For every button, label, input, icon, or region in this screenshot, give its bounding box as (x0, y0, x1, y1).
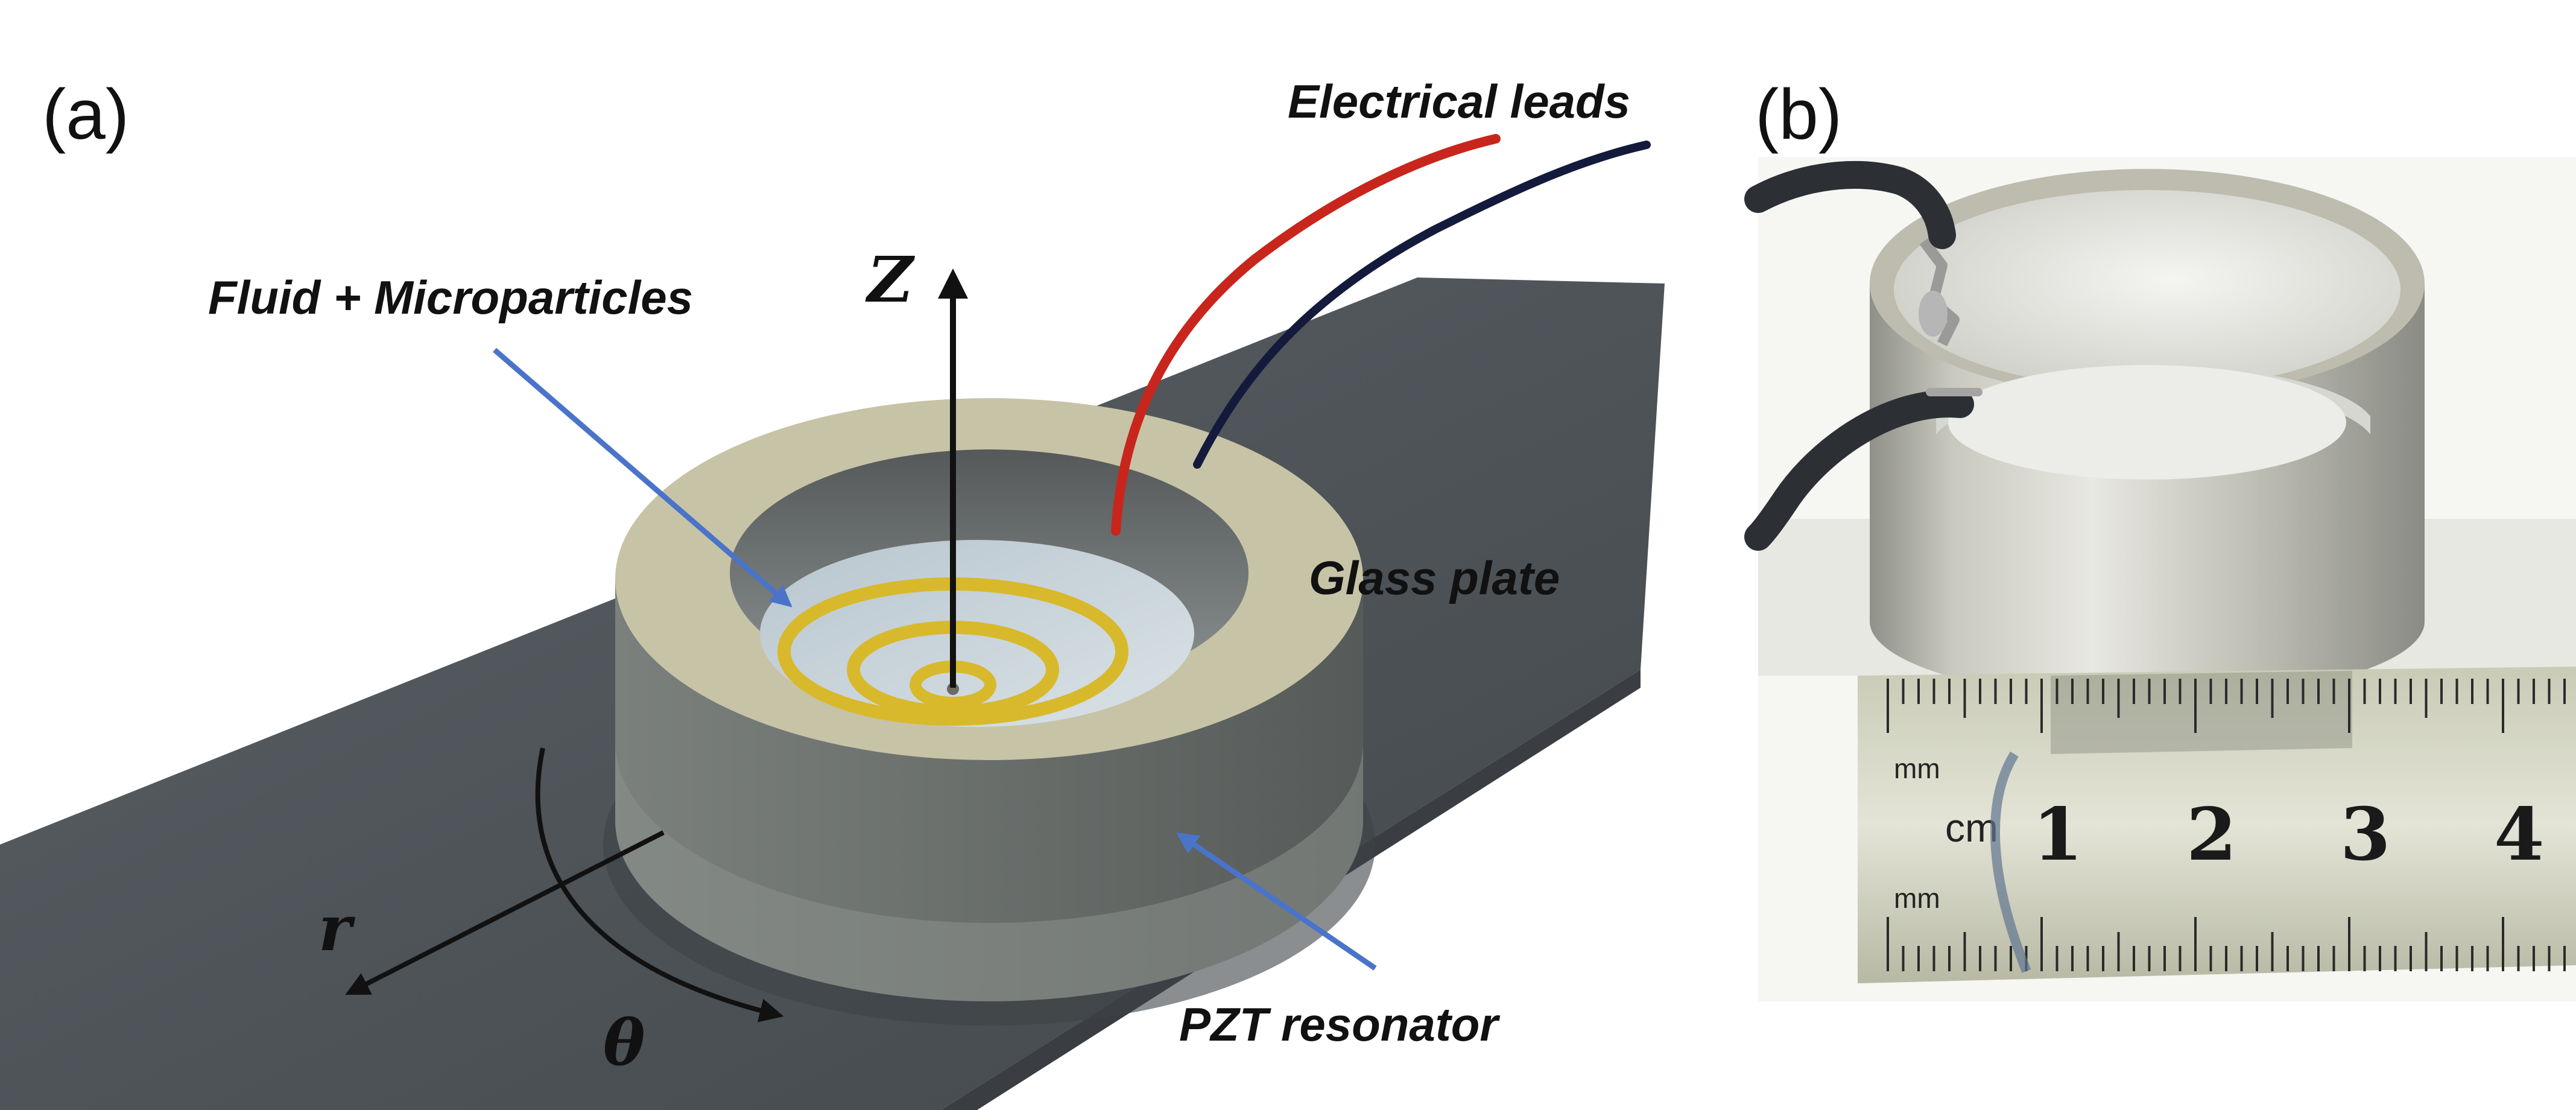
lead-red (1111, 134, 1501, 536)
ruler-number-3: 3 (2340, 792, 2391, 877)
callout-glass-plate: Glass plate (1309, 551, 1560, 604)
ruler-pencil-mark (1990, 751, 2031, 973)
ruler-unit-mm-top: mm (1894, 753, 1940, 784)
z-axis-label: Z (865, 243, 916, 317)
ruler-unit-cm: cm (1945, 805, 1998, 850)
r-axis-label: r (318, 891, 356, 965)
r-axis-arrow (345, 830, 665, 995)
ruler-shadow-stripe (2051, 671, 2352, 754)
callout-pzt-resonator: PZT resonator (1179, 998, 1500, 1051)
panel-b-label: (b) (1755, 75, 1842, 154)
callout-electrical-leads: Electrical leads (1288, 75, 1630, 128)
panel-a: (a) Z θ r (0, 75, 1665, 1110)
theta-arc (535, 747, 784, 1023)
theta-axis-label: θ (603, 1006, 645, 1080)
lead-navy (1193, 141, 1651, 469)
ruler-ticks-top (1887, 679, 2566, 733)
photo-cylinder-opening (1894, 190, 2400, 389)
ruler-number-2: 2 (2186, 792, 2237, 877)
callout-arrow-fluid (493, 347, 793, 607)
callout-arrow-pzt (1176, 832, 1377, 971)
photo-solder-blob (1919, 291, 1948, 337)
ruler: mm cm mm 1 2 3 4 (1858, 667, 2576, 983)
photo-wire-lower (1744, 390, 1974, 551)
ruler-unit-mm-bottom: mm (1894, 883, 1940, 914)
ruler-body (1858, 667, 2576, 983)
pzt-ring-lower-band (615, 742, 1363, 1001)
photo-wire-upper (1744, 161, 1956, 249)
photo-cylinder-inner-floor (1948, 365, 2346, 480)
panel-b: (b) mm cm mm 1 2 3 4 (1744, 75, 2576, 1001)
ruler-ticks-bottom (1887, 917, 2566, 971)
panel-a-label: (a) (42, 75, 129, 154)
callout-fluid-microparticles: Fluid + Microparticles (208, 271, 693, 324)
ruler-number-4: 4 (2494, 792, 2545, 877)
ruler-number-1: 1 (2033, 792, 2083, 877)
